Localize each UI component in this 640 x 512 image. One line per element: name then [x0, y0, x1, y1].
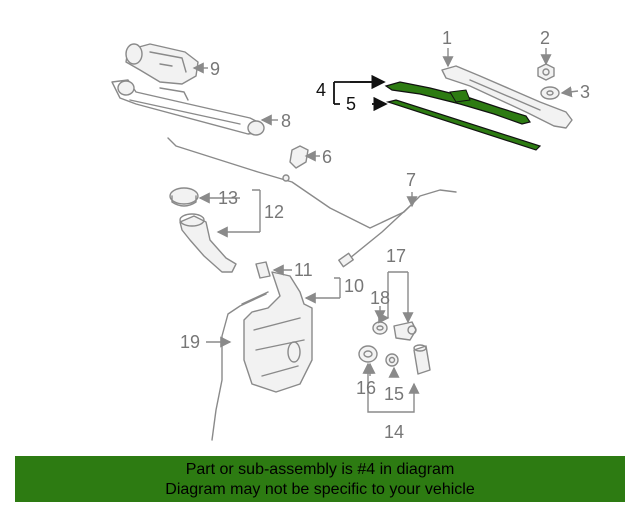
callout-5: 5 — [346, 94, 356, 114]
washer-pump-part-17[interactable] — [393, 321, 417, 341]
callout-18: 18 — [370, 288, 390, 308]
nut-part-2[interactable] — [537, 63, 555, 81]
seal-part-15[interactable] — [385, 353, 399, 367]
callout-11: 11 — [294, 260, 313, 280]
reservoir-cap-part-13[interactable] — [169, 187, 199, 207]
callout-12: 12 — [264, 202, 284, 222]
info-banner: Part or sub-assembly is #4 in diagram Di… — [15, 456, 625, 502]
washer-tube-part-19[interactable] — [211, 291, 269, 441]
washer-part-3[interactable] — [540, 86, 560, 100]
callout-13: 13 — [218, 188, 238, 208]
callout-7: 7 — [406, 170, 416, 190]
parts-diagram: 1 2 3 4 5 6 7 8 9 10 11 12 13 14 15 16 1… — [111, 28, 590, 442]
banner-line-part-number: Part or sub-assembly is #4 in diagram — [185, 461, 455, 478]
callout-8: 8 — [281, 111, 291, 131]
washer-hose-part-7[interactable] — [167, 137, 457, 268]
callout-1: 1 — [442, 28, 452, 48]
filler-neck-part-12[interactable] — [179, 213, 237, 273]
callout-9: 9 — [210, 59, 220, 79]
washer-reservoir-part-10[interactable] — [243, 271, 313, 393]
grommet-part-18[interactable] — [372, 321, 388, 335]
wiper-motor-part-9[interactable] — [125, 43, 199, 85]
leader-lines — [192, 48, 579, 413]
banner-line-disclaimer: Diagram may not be specific to your vehi… — [165, 481, 475, 498]
callout-4: 4 — [316, 80, 326, 100]
callout-labels: 1 2 3 4 5 6 7 8 9 10 11 12 13 14 15 16 1… — [180, 28, 590, 442]
seal-part-11[interactable] — [255, 261, 271, 279]
wiper-arm-part-1[interactable] — [441, 65, 573, 129]
callout-3: 3 — [580, 82, 590, 102]
callout-10: 10 — [344, 276, 364, 296]
washer-pump-part-14[interactable] — [413, 344, 431, 375]
callout-16: 16 — [356, 378, 376, 398]
callout-6: 6 — [322, 147, 332, 167]
blade-insert-part-5[interactable] — [385, 99, 542, 151]
clip-part-6[interactable] — [289, 145, 309, 169]
callout-2: 2 — [540, 28, 550, 48]
wiper-blade-part-4[interactable] — [384, 81, 531, 125]
callout-19: 19 — [180, 332, 200, 352]
callout-15: 15 — [384, 384, 404, 404]
grommet-part-16[interactable] — [358, 345, 378, 363]
callout-14: 14 — [384, 422, 404, 442]
callout-17: 17 — [386, 246, 406, 266]
wiper-linkage-part-8[interactable] — [111, 79, 265, 136]
